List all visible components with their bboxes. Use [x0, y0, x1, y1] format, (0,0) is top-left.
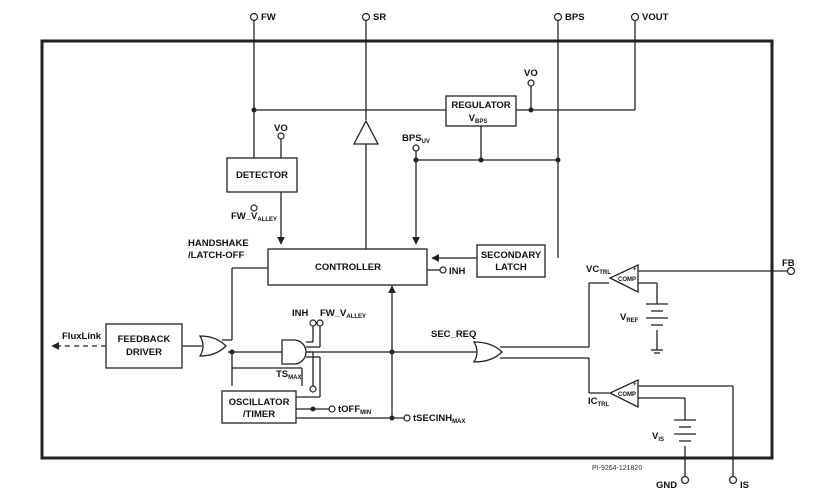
- tsmax-label: TSMAX: [276, 369, 301, 381]
- svg-text:+: +: [633, 267, 637, 273]
- secondary-latch-block: SECONDARY LATCH: [476, 244, 546, 278]
- vo-regulator-label: VO: [524, 68, 538, 79]
- regulator-block: REGULATOR VBPS: [445, 95, 517, 127]
- handshake-label-1: HANDSHAKE: [188, 238, 249, 249]
- pin-gnd-label: GND: [656, 480, 677, 491]
- pin-fw-label: FW: [261, 12, 276, 23]
- or-gate-sec-req: [472, 341, 503, 363]
- fw-valley-label: FW_VALLEY: [231, 211, 277, 223]
- ictrl-label: ICTRL: [588, 396, 609, 408]
- pin-vout-label: VOUT: [642, 12, 669, 23]
- secondary-latch-label-1: SECONDARY: [481, 250, 542, 261]
- vref-label: VREF: [620, 312, 639, 324]
- pin-bps-label: BPS: [565, 12, 585, 23]
- pin-fb-label: FB: [782, 258, 795, 269]
- vis-label: VIS: [652, 431, 664, 443]
- pin-circles: [249, 12, 796, 485]
- regulator-label: REGULATOR: [451, 100, 510, 111]
- and-gate: [281, 339, 307, 365]
- sec-req-label: SEC_REQ: [431, 329, 476, 340]
- junction-dots: [229, 107, 561, 421]
- toff-label: tOFFMIN: [338, 404, 371, 416]
- svg-text:VBPS: VBPS: [469, 113, 488, 125]
- feedback-driver-label-1: FEEDBACK: [118, 334, 171, 345]
- fw-valley-gate-label: FW_VALLEY: [320, 308, 366, 320]
- secondary-latch-label-2: LATCH: [495, 262, 527, 273]
- detector-block: DETECTOR: [226, 157, 298, 193]
- svg-text:+: +: [633, 382, 637, 388]
- footnote-label: PI-9264-121820: [592, 465, 642, 472]
- vis-battery: [674, 419, 696, 442]
- or-gate-feedback: [198, 335, 227, 357]
- bps-uv-label: BPSUV: [402, 133, 430, 145]
- vctrl-label: VCTRL: [586, 264, 611, 276]
- sr-buffer-triangle: [352, 119, 380, 145]
- ic-outline: [40, 39, 774, 460]
- ictrl-comp-label: COMP: [618, 392, 636, 398]
- pin-sr-label: SR: [373, 12, 386, 23]
- feedback-driver-label-2: DRIVER: [126, 347, 162, 358]
- regulator-v-sub: BPS: [475, 119, 487, 125]
- oscillator-label-2: /TIMER: [243, 409, 275, 420]
- vctrl-comparator: COMP +: [608, 263, 639, 294]
- detector-label: DETECTOR: [236, 170, 288, 181]
- vref-battery: [646, 303, 668, 354]
- wires: [51, 21, 788, 476]
- regulator-v-label: V: [469, 113, 476, 124]
- vctrl-comp-label: COMP: [618, 277, 636, 283]
- controller-block: CONTROLLER: [267, 248, 428, 286]
- feedback-driver-block: FEEDBACK DRIVER: [105, 323, 183, 369]
- controller-label: CONTROLLER: [315, 262, 381, 273]
- oscillator-timer-block: OSCILLATOR /TIMER: [221, 390, 297, 424]
- handshake-label-2: /LATCH-OFF: [188, 250, 244, 261]
- pin-is-label: IS: [740, 480, 749, 491]
- ictrl-comparator: COMP +: [608, 378, 639, 409]
- tsecinh-label: tSECINHMAX: [413, 413, 465, 425]
- oscillator-label-1: OSCILLATOR: [229, 397, 290, 408]
- inh-gate-label: INH: [292, 308, 309, 319]
- vo-detector-label: VO: [274, 123, 288, 134]
- inh-controller-label: INH: [449, 266, 466, 277]
- fluxlink-label: FluxLink: [62, 331, 102, 342]
